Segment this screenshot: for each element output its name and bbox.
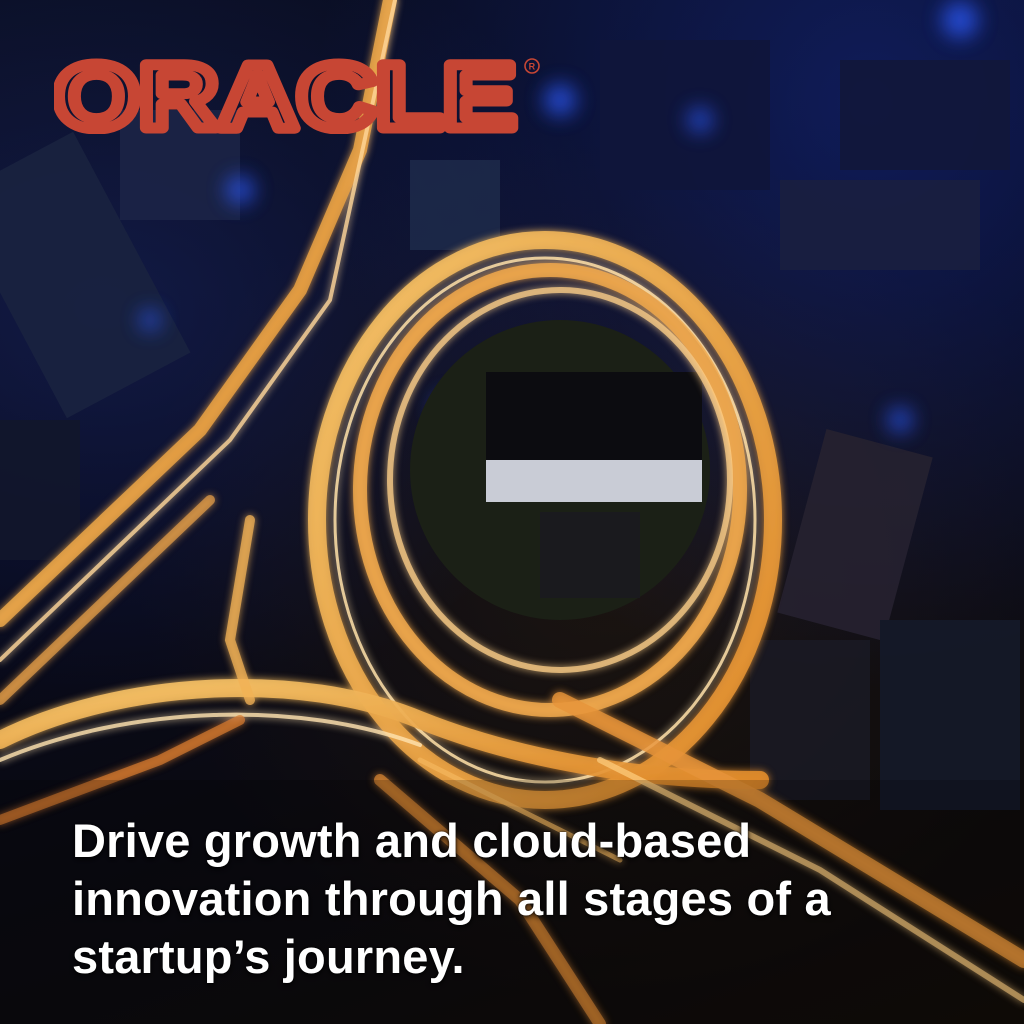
headline: Drive growth and cloud-based innovation …	[72, 814, 831, 983]
central-buildings	[410, 320, 710, 620]
registered-mark-icon: R	[524, 58, 540, 74]
oracle-wordmark-text: ORACLE	[54, 56, 516, 134]
oracle-logo: ORACLE R	[54, 56, 540, 134]
city-buildings	[0, 40, 1020, 810]
svg-text:R: R	[529, 62, 536, 72]
